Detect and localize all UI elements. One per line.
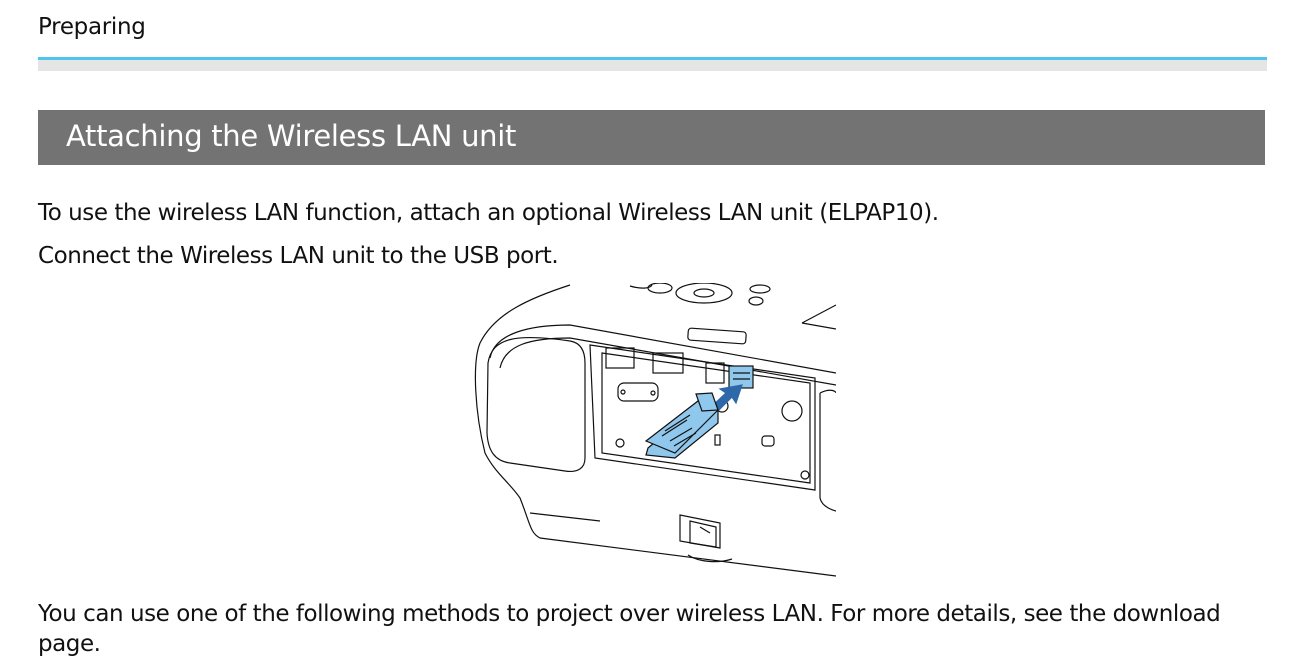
running-head: Preparing bbox=[38, 14, 146, 40]
paragraph: You can use one of the following methods… bbox=[38, 601, 1221, 657]
header-rule bbox=[38, 57, 1267, 60]
header-band bbox=[38, 60, 1267, 71]
section-title: Attaching the Wireless LAN unit bbox=[66, 119, 517, 153]
paragraph: To use the wireless LAN function, attach… bbox=[38, 200, 939, 226]
section-title-bar: Attaching the Wireless LAN unit bbox=[38, 110, 1265, 165]
paragraph: Connect the Wireless LAN unit to the USB… bbox=[38, 243, 559, 269]
projector-usb-illustration bbox=[474, 283, 836, 577]
